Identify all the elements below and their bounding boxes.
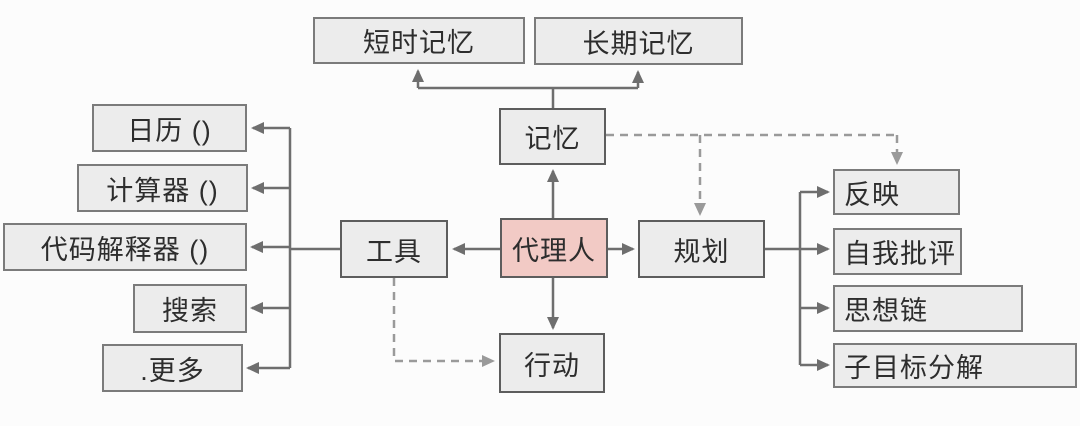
node-memory: 记忆 (499, 108, 606, 165)
node-code-interpreter-tool: 代码解释器 () (3, 223, 247, 271)
node-more-tools: .更多 (102, 344, 243, 392)
node-chain-of-thought: 思想链 (833, 285, 1023, 332)
node-calendar-tool: 日历 () (92, 104, 247, 152)
node-planning: 规划 (638, 220, 765, 278)
node-short-term-memory: 短时记忆 (313, 17, 525, 64)
edge-tools-dashed-to-action (392, 278, 495, 367)
edge-tools-to-tool-boxes (246, 122, 340, 374)
node-subgoal-decomposition: 子目标分解 (833, 343, 1077, 388)
node-action: 行动 (499, 333, 605, 393)
node-agent: 代理人 (500, 218, 608, 278)
edge-planning-to-technique-boxes (765, 186, 830, 371)
edge-memory-to-top-boxes (412, 69, 644, 108)
node-tools: 工具 (340, 220, 448, 278)
node-calculator-tool: 计算器 () (77, 164, 248, 212)
node-long-term-memory: 长期记忆 (534, 17, 743, 65)
node-self-criticism: 自我批评 (833, 228, 962, 275)
node-search-tool: 搜索 (133, 284, 247, 333)
node-reflection: 反映 (833, 169, 960, 215)
